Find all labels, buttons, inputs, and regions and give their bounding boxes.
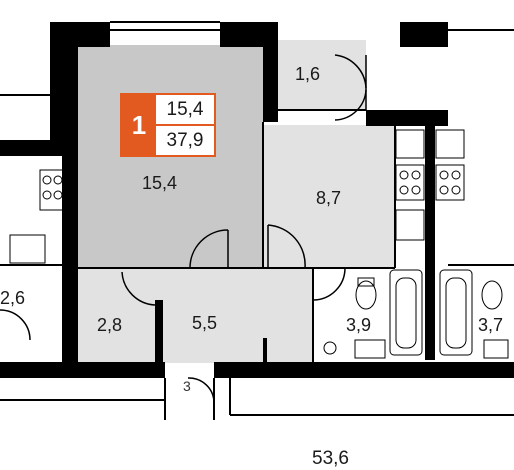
bathroom-area-label: 3,9 bbox=[346, 315, 372, 335]
apartment-badge: 1 15,4 37,9 bbox=[120, 93, 216, 157]
neighbor-right-area-label: 3,7 bbox=[478, 315, 504, 335]
neighbor-left-area-label: 2,6 bbox=[0, 288, 26, 308]
balcony-area-label: 1,6 bbox=[295, 64, 321, 84]
room-area-label: 15,4 bbox=[142, 173, 178, 193]
hall-fill bbox=[78, 268, 313, 363]
kitchen-fixtures bbox=[9, 129, 465, 264]
corridor-area-label: 53,6 bbox=[312, 448, 349, 469]
wardrobe-area-label: 2,8 bbox=[97, 315, 123, 335]
balcony-fill bbox=[278, 40, 366, 110]
kitchen-area-label: 8,7 bbox=[316, 188, 342, 208]
hall-area-label: 5,5 bbox=[192, 313, 218, 333]
thin-walls bbox=[0, 21, 514, 420]
walls bbox=[0, 22, 514, 378]
living-area: 15,4 bbox=[156, 95, 214, 126]
apartment-number: 1 bbox=[122, 95, 156, 155]
bathroom-fill bbox=[313, 268, 423, 363]
door-swings bbox=[0, 54, 367, 404]
entrance-label: 3 bbox=[183, 378, 191, 394]
total-area: 37,9 bbox=[166, 129, 204, 151]
bathroom-fixtures bbox=[323, 269, 509, 359]
kitchen-fill bbox=[263, 125, 395, 268]
